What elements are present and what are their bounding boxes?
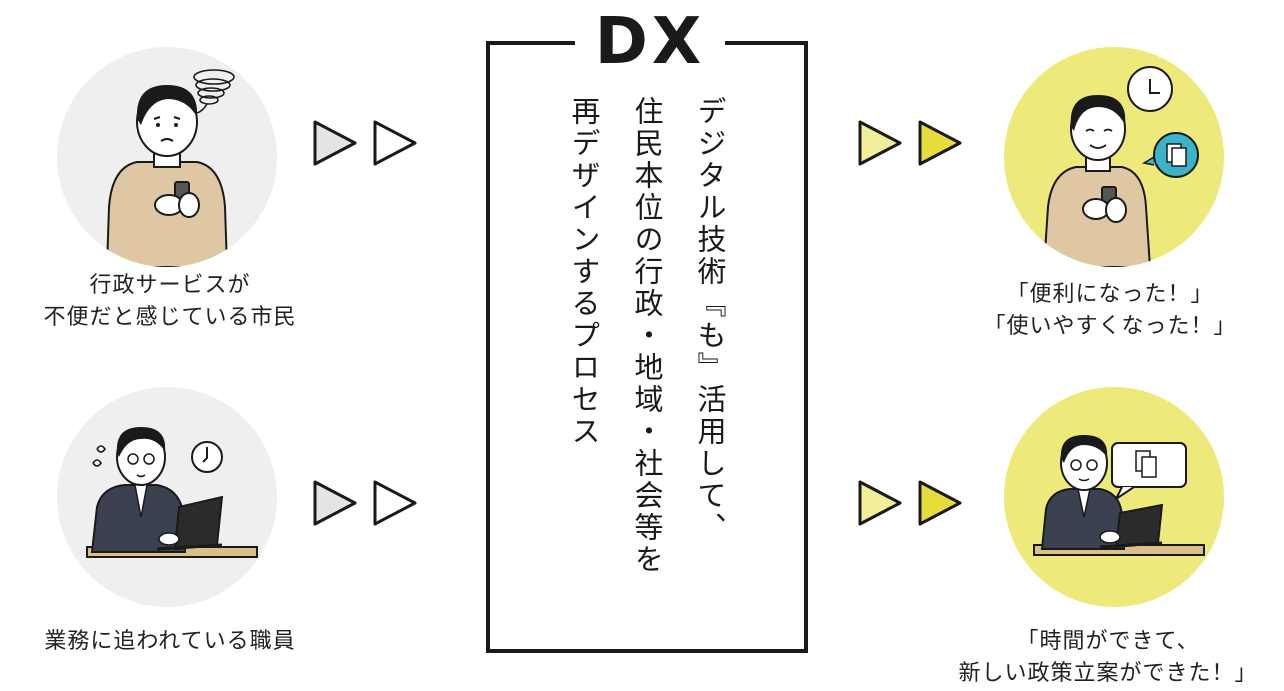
double-arrow-before-top-icon <box>313 120 417 166</box>
happy-citizen-icon <box>1042 66 1199 267</box>
staff-after-label: 「時間ができて、 新しい政策立案ができた！」 <box>938 626 1278 690</box>
clock-icon <box>191 441 223 473</box>
citizen-after-circle <box>1004 47 1224 267</box>
calm-staff-icon <box>1033 435 1205 556</box>
citizen-after-label-line-1: 「便利になった！」 <box>1006 282 1214 307</box>
document-bubble-icon <box>1141 132 1199 178</box>
double-arrow-before-bottom-icon <box>313 480 417 526</box>
clock-icon <box>1127 66 1173 112</box>
staff-before-label: 業務に追われている職員 <box>20 626 320 658</box>
double-arrow-after-top-icon <box>858 120 962 166</box>
citizen-before-circle <box>57 47 277 267</box>
staff-after-label-line-2: 新しい政策立案ができた！」 <box>958 661 1258 686</box>
staff-before-circle <box>57 387 277 607</box>
document-bubble-icon <box>1111 442 1187 502</box>
citizen-before-label: 行政サービスが 不便だと感じている市民 <box>20 270 320 334</box>
citizen-before-label-line-2: 不便だと感じている市民 <box>43 305 297 330</box>
double-arrow-after-bottom-icon <box>858 480 962 526</box>
dx-line-1: デジタル技術『も』活用して、 <box>693 96 727 544</box>
dx-line-2: 住民本位の行政・地域・社会等を <box>630 96 664 576</box>
staff-before-label-line-1: 業務に追われている職員 <box>44 629 296 654</box>
staff-after-circle <box>1004 387 1224 607</box>
stressed-staff-icon <box>86 427 258 558</box>
staff-after-label-line-1: 「時間ができて、 <box>1016 629 1200 654</box>
dx-line-3: 再デザインするプロセス <box>567 96 601 448</box>
citizen-after-label: 「便利になった！」 「使いやすくなった！」 <box>960 279 1260 343</box>
citizen-after-label-line-2: 「使いやすくなった！」 <box>983 314 1237 339</box>
citizen-before-label-line-1: 行政サービスが <box>89 273 251 298</box>
confused-citizen-icon <box>105 69 235 267</box>
dx-title: DX <box>575 2 725 82</box>
